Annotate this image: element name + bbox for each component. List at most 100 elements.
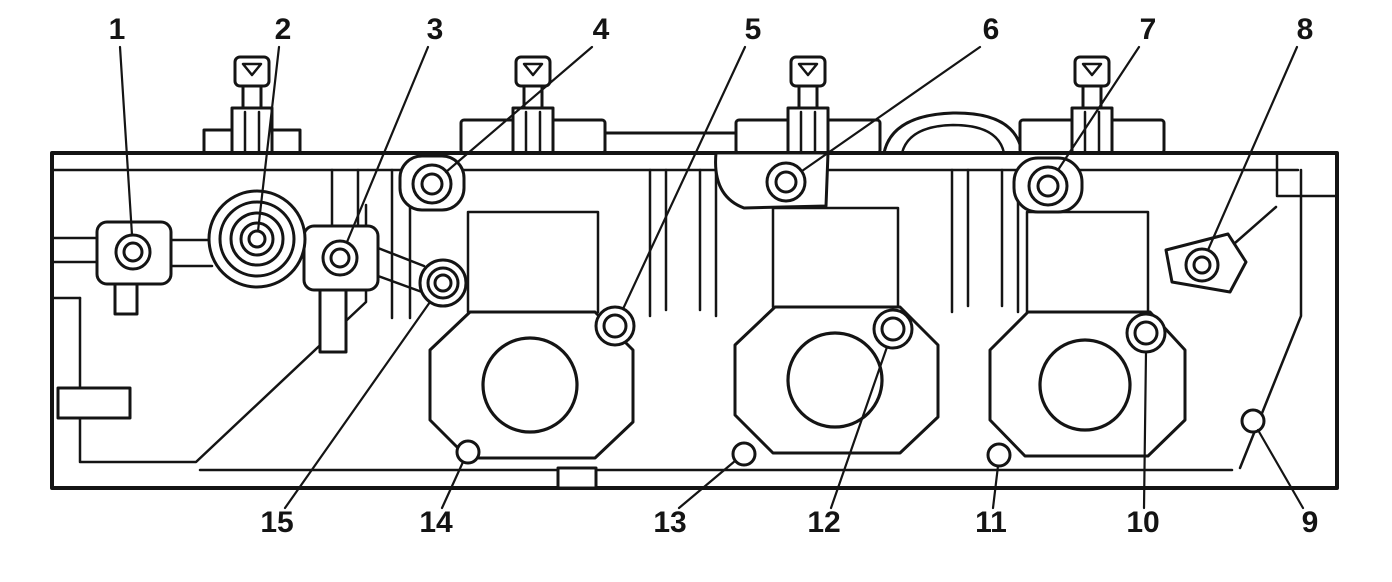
callout-leader-1: [118, 45, 134, 237]
bolt-head: [789, 55, 827, 88]
bolt-head: [514, 55, 552, 88]
hole-6: [765, 161, 807, 203]
callout-leader-8: [1206, 45, 1299, 252]
callout-leader-5: [621, 45, 747, 311]
hole-10: [1133, 320, 1159, 346]
hole-1: [122, 241, 144, 263]
hole-2: [229, 211, 285, 267]
left-pocket: [56, 386, 132, 420]
callout-number-7: 7: [1140, 13, 1157, 46]
hole-3: [329, 247, 351, 269]
hole-15: [433, 273, 453, 293]
tower-post: [230, 106, 274, 155]
hole-4: [411, 163, 453, 205]
hole-14: [455, 439, 481, 465]
callout-number-9: 9: [1302, 506, 1319, 539]
bolt-head: [1073, 55, 1111, 88]
arm-boss3-to-hole15: [376, 246, 426, 294]
arm-boss1-to-hub: [169, 238, 214, 268]
bolt-head-mark: [522, 62, 544, 77]
tower-post-ribs: [799, 110, 817, 154]
port-opening-3: [1038, 338, 1132, 432]
bolt-shaft: [797, 84, 819, 110]
port-opening-1: [481, 336, 579, 434]
callout-leader-3: [345, 45, 430, 244]
ribs-between-port2-port3: [950, 168, 1020, 314]
tower-post-ribs: [243, 110, 261, 154]
tower-post-ribs: [524, 110, 542, 154]
cam-towers: [202, 55, 1166, 155]
top-rail: [603, 131, 738, 155]
callout-number-12: 12: [807, 506, 840, 539]
hole-1: [114, 233, 152, 271]
tower1-side-plate-left: [202, 128, 236, 155]
pocket-above-port1: [466, 210, 600, 314]
hole-8: [1184, 247, 1220, 283]
hole-5: [594, 305, 636, 347]
tower-post: [786, 106, 830, 155]
callout-leader-14: [440, 460, 465, 510]
cam-bolt-tower-1: [230, 55, 274, 155]
bolt-head-mark: [797, 62, 819, 77]
callout-leader-2: [256, 45, 281, 233]
callout-number-1: 1: [109, 13, 126, 46]
hole-12: [880, 316, 906, 342]
pocket-above-port3: [1025, 210, 1150, 314]
callout-leader-12: [829, 345, 889, 510]
hole-12: [872, 308, 914, 350]
callout-leader-6: [800, 45, 982, 173]
hole-3: [321, 239, 359, 277]
callout-number-5: 5: [745, 13, 762, 46]
hole-7: [1027, 165, 1069, 207]
callout-leader-9: [1256, 428, 1305, 510]
bolt-shaft: [241, 84, 263, 110]
right-step: [1275, 151, 1339, 198]
hole-4: [420, 172, 444, 196]
hole-8: [1192, 255, 1212, 275]
callout-number-10: 10: [1126, 506, 1159, 539]
diag-near-boss8: [1233, 205, 1278, 245]
hole-2: [218, 200, 296, 278]
hole-13: [731, 441, 757, 467]
callout-leader-13: [677, 459, 737, 510]
hole-2: [239, 221, 275, 257]
bolt-head: [233, 55, 271, 88]
pocket-above-port2: [771, 206, 900, 309]
callout-number-6: 6: [983, 13, 1000, 46]
cam-cover-bump: [882, 111, 1024, 155]
head-bosses: [95, 151, 1248, 490]
callout-leader-4: [444, 45, 594, 174]
bolt-boss-1-tab: [113, 282, 139, 316]
hole-15: [426, 266, 460, 300]
tower1-side-plate-right: [268, 128, 302, 155]
hole-11: [986, 442, 1012, 468]
tower-post: [1070, 106, 1114, 155]
callout-leader-7: [1056, 45, 1141, 172]
callout-leader-15: [283, 300, 432, 510]
callout-number-14: 14: [419, 506, 453, 539]
cam-cover-bump-inner: [900, 123, 1006, 155]
bolt-shaft: [1081, 84, 1103, 110]
tower-post: [511, 106, 555, 155]
hole-9: [1240, 408, 1266, 434]
bottom-tab: [556, 466, 598, 490]
ribs-between-port1-port2: [648, 168, 718, 318]
port-opening-2: [786, 331, 884, 429]
hole-10: [1125, 312, 1167, 354]
callout-number-13: 13: [653, 506, 686, 539]
callout-number-2: 2: [275, 13, 292, 46]
callout-leader-11: [991, 464, 1000, 510]
callout-number-11: 11: [975, 506, 1007, 539]
bolt-head-mark: [241, 62, 263, 77]
tower-post-ribs: [1083, 110, 1101, 154]
callout-number-8: 8: [1297, 13, 1314, 46]
hole-6: [774, 170, 798, 194]
hole-5: [602, 313, 628, 339]
cam-bolt-tower-3: [786, 55, 830, 155]
hole-7: [1036, 174, 1060, 198]
callout-number-15: 15: [260, 506, 293, 539]
callout-leader-10: [1142, 350, 1148, 510]
callout-number-4: 4: [593, 13, 610, 46]
